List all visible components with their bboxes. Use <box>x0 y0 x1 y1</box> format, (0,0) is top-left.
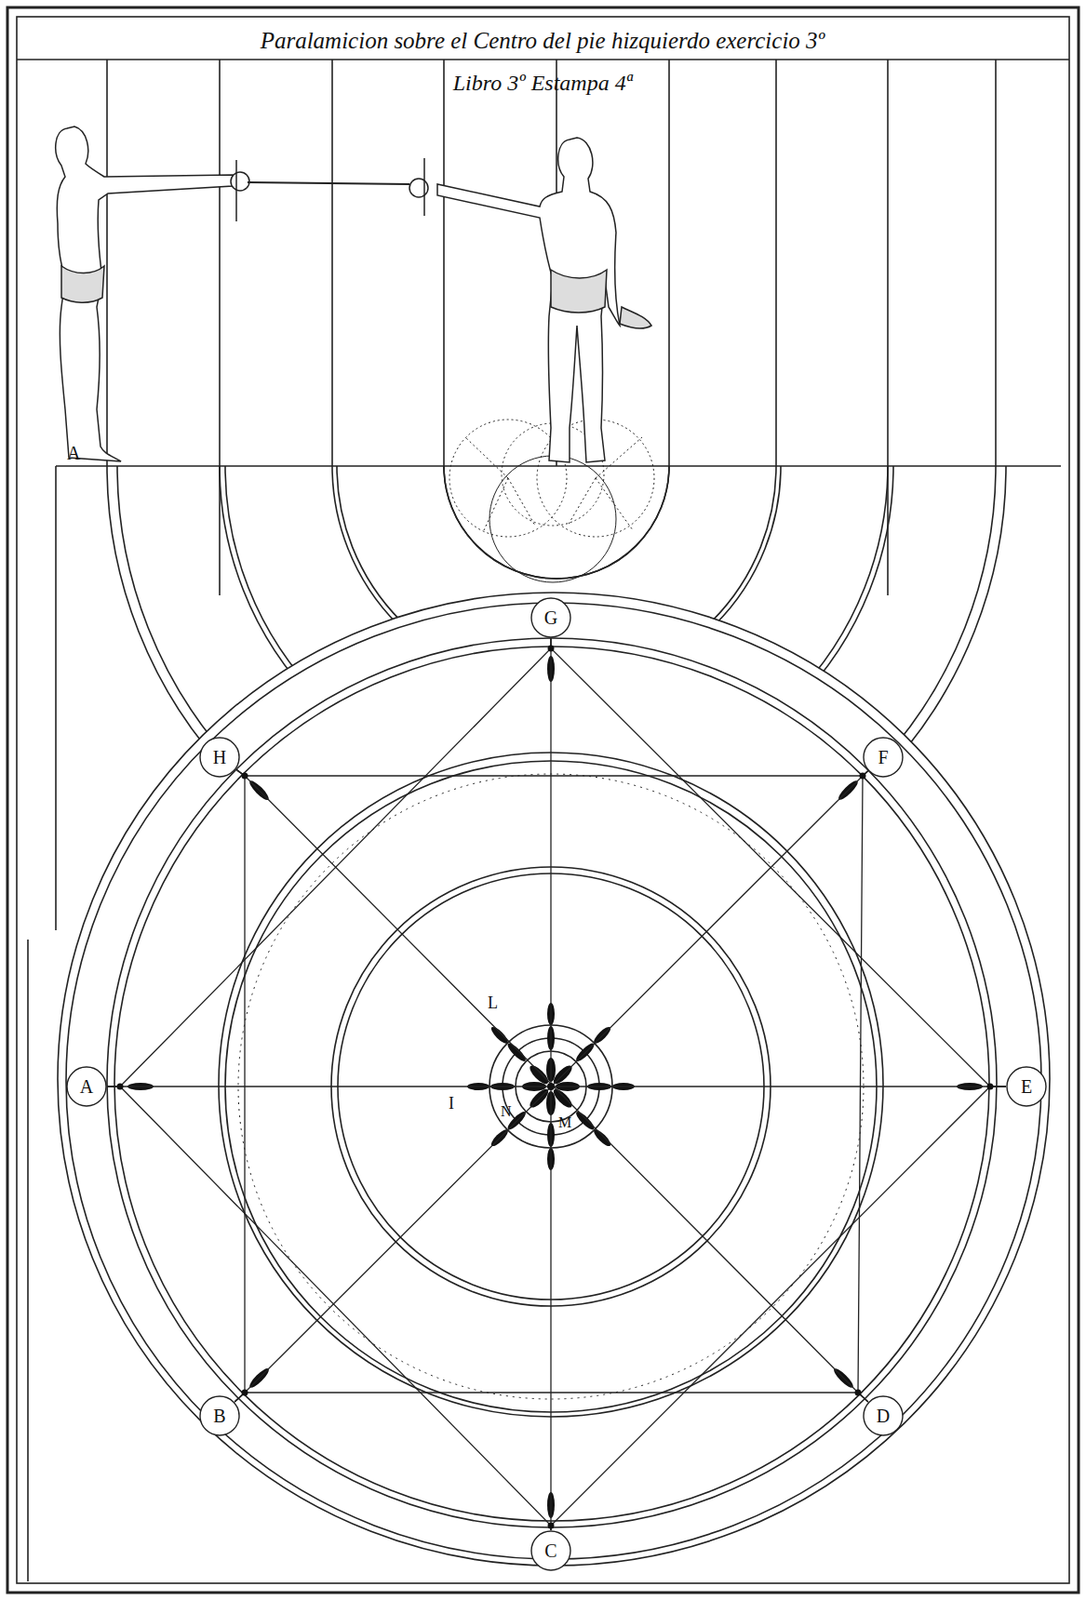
circle-outline <box>863 1396 903 1436</box>
circle-outline <box>531 1531 571 1571</box>
center-dot <box>547 1083 555 1091</box>
point-letter: B <box>199 1395 241 1437</box>
point-letter: G <box>530 597 572 639</box>
construction-line <box>236 769 869 777</box>
letter-circle: G <box>530 597 572 639</box>
grid-line <box>331 59 334 467</box>
vertex-dot <box>241 1390 249 1397</box>
circle-outline <box>863 737 903 778</box>
grid-line <box>218 466 221 596</box>
outer-ring <box>57 592 1050 1567</box>
vertex-dot <box>548 645 555 653</box>
outer-frame <box>7 7 1079 1594</box>
left-fencer <box>55 126 410 462</box>
vertex-dot <box>987 1084 994 1091</box>
ring <box>107 638 997 1529</box>
letter-circle: H <box>199 737 241 778</box>
point-letter: F <box>862 737 904 778</box>
ring <box>114 646 990 1522</box>
vertex-dot <box>241 773 249 780</box>
vertex-dot <box>548 1523 555 1530</box>
point-letter: A <box>66 1066 108 1108</box>
grid-line <box>886 466 889 596</box>
vertex-dot <box>859 773 867 780</box>
leaf-mark <box>574 1110 597 1133</box>
construction-line <box>107 1086 1006 1087</box>
inner-frame <box>16 16 1070 1584</box>
point-letter: C <box>530 1530 572 1572</box>
grid-arc <box>443 466 670 579</box>
plate-title: Paralamicion sobre el Centro del pie hiz… <box>260 27 826 54</box>
construction-line <box>234 769 245 1403</box>
circle-outline <box>1006 1067 1046 1107</box>
outer-ring <box>66 603 1042 1560</box>
leaf-mark <box>505 1041 528 1064</box>
right-fencer <box>409 137 652 463</box>
point-letter: I <box>448 1094 455 1114</box>
letter-circle: B <box>199 1395 241 1437</box>
point-letter: D <box>862 1395 904 1437</box>
leaf-mark <box>489 1025 511 1047</box>
grid-line <box>994 59 997 467</box>
vertex-dot <box>855 1390 862 1397</box>
grid-line <box>886 59 889 467</box>
margin-rule <box>26 939 29 1583</box>
grid-arc <box>443 466 670 579</box>
letter-circle: D <box>862 1395 904 1437</box>
grid-line <box>54 466 57 931</box>
point-letter: N <box>500 1103 512 1121</box>
point-letter: A <box>67 442 81 465</box>
circle-outline <box>67 1067 107 1107</box>
grid-line <box>668 59 671 467</box>
letter-circle: E <box>1005 1066 1047 1108</box>
ground-line <box>55 465 1061 468</box>
point-letter: H <box>199 737 241 778</box>
title-rule <box>16 58 1070 61</box>
grid-line <box>106 59 108 467</box>
point-letter: L <box>487 993 498 1014</box>
circle-outline <box>200 737 240 778</box>
grid-line <box>775 59 778 467</box>
point-letter: E <box>1005 1066 1047 1108</box>
plate-number: Libro 3º Estampa 4ª <box>453 70 633 96</box>
vertex-dot <box>117 1084 124 1091</box>
construction-line <box>107 638 551 1087</box>
letter-circle: F <box>862 737 904 778</box>
point-letter: M <box>558 1114 572 1132</box>
circle-outline <box>531 598 571 638</box>
letter-circle: C <box>530 1530 572 1572</box>
leaf-mark <box>591 1127 614 1150</box>
grid-line <box>218 59 221 467</box>
circle-outline <box>200 1396 240 1436</box>
grid-line <box>442 59 445 467</box>
letter-circle: A <box>66 1066 108 1108</box>
